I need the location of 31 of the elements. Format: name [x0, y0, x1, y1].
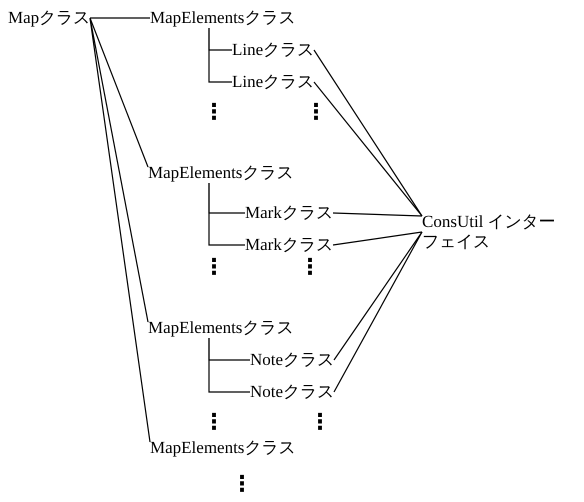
class-label: MapElementsクラス: [150, 438, 296, 458]
connector-line: [333, 232, 423, 392]
class-label: Markクラス: [245, 203, 333, 223]
class-label: Mapクラス: [8, 8, 90, 28]
ellipsis-mark: ⋮: [203, 254, 225, 282]
ellipsis-mark: ⋮: [203, 409, 225, 437]
connector-line: [314, 50, 422, 216]
ellipsis-mark: ⋮: [309, 409, 331, 437]
class-label: Noteクラス: [250, 350, 334, 370]
connector-line: [334, 232, 422, 360]
connector-line: [332, 212, 422, 217]
ellipsis-mark: ⋮: [203, 99, 225, 127]
connector-line: [208, 338, 250, 393]
ellipsis-mark: ⋮: [231, 471, 253, 499]
class-label: MapElementsクラス: [148, 318, 294, 338]
class-label: ConsUtil インターフェイス: [422, 212, 572, 252]
connector-line: [314, 82, 422, 216]
connector-line: [208, 28, 232, 83]
connector-line: [89, 18, 151, 442]
class-label: MapElementsクラス: [148, 163, 294, 183]
connector-line: [90, 17, 150, 19]
class-label: Lineクラス: [232, 40, 314, 60]
class-label: Markクラス: [245, 235, 333, 255]
class-label: Lineクラス: [232, 72, 314, 92]
connector-line: [89, 18, 149, 168]
ellipsis-mark: ⋮: [305, 99, 327, 127]
class-label: Noteクラス: [250, 382, 334, 402]
connector-line: [208, 183, 245, 246]
class-label: MapElementsクラス: [150, 8, 296, 28]
ellipsis-mark: ⋮: [299, 254, 321, 282]
connector-line: [332, 231, 422, 246]
